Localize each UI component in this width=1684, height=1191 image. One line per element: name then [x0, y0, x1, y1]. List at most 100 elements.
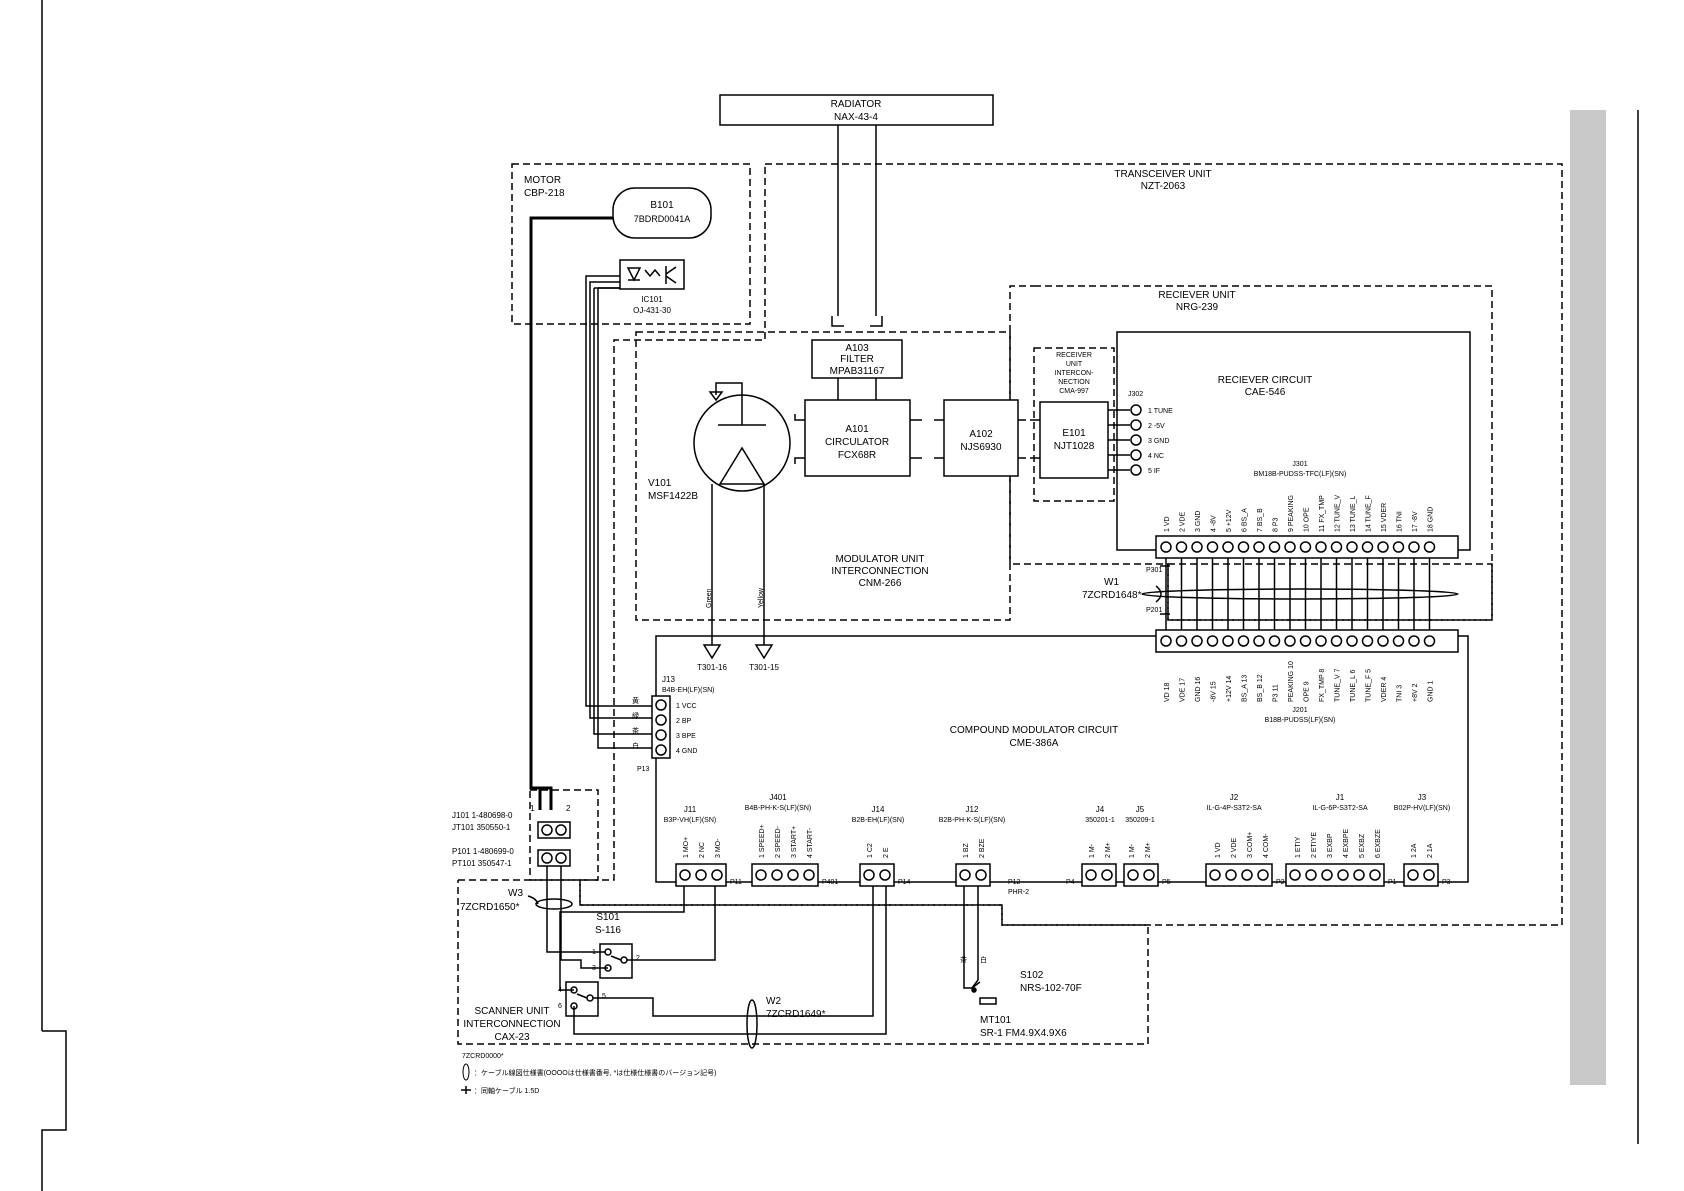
- w1-cable-wires: [1165, 558, 1431, 630]
- j14-part: B2B-EH(LF)(SN): [852, 817, 905, 824]
- j401-pin-3: 3 START+: [791, 826, 798, 858]
- s102-wiring: [963, 884, 981, 993]
- s101-contacts: [570, 948, 628, 1010]
- rx-int-l1: RECEIVER: [1056, 352, 1092, 359]
- j201-pin-label: -8V 15: [1211, 681, 1218, 702]
- j201-pin-label: TUNE_F 5: [1366, 669, 1373, 702]
- j401-pin-circle-3: [787, 869, 799, 881]
- j3-ref: J3: [1418, 793, 1427, 802]
- j201-pin-label: BS_A 13: [1242, 675, 1249, 702]
- j12-ref: J12: [966, 805, 979, 814]
- j101-pin-1: 1: [530, 804, 535, 813]
- p101-l2: PT101 350547-1: [452, 859, 512, 868]
- p4-label: P4: [1066, 879, 1075, 886]
- j2-pin-3: 3 COM+: [1247, 832, 1254, 858]
- e101-part: NJT1028: [1054, 441, 1095, 452]
- j5-part: 350209-1: [1125, 817, 1155, 824]
- j101-l1: J101 1-480698-0: [452, 811, 513, 820]
- j301-pin-label: 15 VDER: [1381, 503, 1388, 532]
- magnetron-leads: [702, 484, 774, 660]
- s101-pin-5: 5: [602, 993, 606, 1000]
- j2-ref: J2: [1230, 793, 1239, 802]
- j401-pin-circle-4: [803, 869, 815, 881]
- v101-part: MSF1422B: [648, 491, 698, 502]
- j11-pin-circle-1: [679, 869, 691, 881]
- compound-modulator-box: [655, 635, 1469, 883]
- scanner-l1: SCANNER UNIT: [474, 1006, 549, 1017]
- j401-pin-4: 4 START-: [807, 827, 814, 858]
- j2-pin-circle-4: [1257, 869, 1269, 881]
- right-sidebar: [1570, 110, 1606, 1085]
- j301-pin-label: 1 VD: [1164, 516, 1171, 532]
- j14-pin-1: 1 C2: [867, 843, 874, 858]
- legend-cable-note: ：ケーブル線図仕様書(OOOOは仕様書番号, *は仕様仕様書のバージョン記号): [474, 1068, 717, 1077]
- j301-pin-label: 12 TUNE_V: [1335, 494, 1342, 532]
- j13-connector: [651, 695, 671, 759]
- b101-part: 7BDRD0041A: [634, 214, 691, 224]
- motor-title: MOTOR: [524, 175, 561, 186]
- j4-pin-2: 2 M+: [1105, 842, 1112, 858]
- j401-pin-2: 2 SPEED-: [775, 825, 782, 858]
- photo-sensor-icon: [626, 266, 677, 284]
- j1-pin-circle-2: [1305, 869, 1317, 881]
- j13-pin-4: 4 GND: [676, 748, 697, 755]
- j301-pin-label: 11 FX_TMP: [1319, 495, 1326, 532]
- wire-color-green: Green: [706, 588, 713, 608]
- j301-pin-label: 14 TUNE_F: [1366, 495, 1373, 532]
- j201-pin-circle: [1315, 635, 1327, 647]
- j301-pin-circle: [1206, 541, 1219, 553]
- j11-part: B3P-VH(LF)(SN): [664, 817, 717, 824]
- j12-pin-2: 2 BZE: [979, 838, 986, 858]
- j201-pin-label: TNI 3: [1397, 685, 1404, 702]
- j301-pin-circle: [1346, 541, 1358, 553]
- j201-pin-label: TUNE_V 7: [1335, 668, 1342, 702]
- rx-int-l3: INTERCON-: [1055, 370, 1095, 377]
- s101-part: S-116: [595, 925, 621, 936]
- s101-ref: S101: [596, 912, 620, 923]
- w3-cable-clamp: [535, 898, 573, 910]
- p401-label: P401: [822, 879, 838, 886]
- j13-pin-1: 1 VCC: [676, 703, 697, 710]
- j101-pin-a: [541, 824, 553, 836]
- j11-pin-2: 2 NC: [699, 842, 706, 858]
- a101-name: CIRCULATOR: [825, 437, 889, 448]
- j201-ref: J201: [1292, 707, 1307, 714]
- j12-pin-circle-2: [975, 869, 987, 881]
- j401-part: B4B-PH-K-S(LF)(SN): [745, 805, 812, 812]
- j301-pin-label: 10 OPE: [1304, 507, 1311, 532]
- compound-model: CME-386A: [1010, 738, 1059, 749]
- j301-pin-label: 6 BS_A: [1242, 508, 1249, 532]
- j1-pin-3: 3 EXBP: [1327, 833, 1334, 858]
- j201-pin-circle: [1237, 635, 1250, 647]
- j1-part: IL-G-6P-S3T2-SA: [1312, 805, 1368, 812]
- j13-ref: J13: [662, 675, 675, 684]
- j2-pin-4: 4 COM-: [1263, 833, 1270, 858]
- j13-pin-2: 2 BP: [676, 718, 692, 725]
- b101-motor: [612, 187, 712, 239]
- e101-ref: E101: [1062, 428, 1086, 439]
- j401-connector: [751, 863, 819, 887]
- j201-pin-circle: [1222, 635, 1234, 647]
- j301-pin-label: 7 BS_B: [1257, 508, 1264, 532]
- j201-pin-circle: [1346, 635, 1358, 647]
- a103-name: FILTER: [840, 354, 874, 365]
- j201-pin-circle: [1284, 635, 1296, 647]
- j301-pin-label: 2 VDE: [1180, 511, 1187, 532]
- j302-pin-2: 2 -5V: [1148, 423, 1165, 430]
- j201-pin-circle: [1423, 635, 1436, 647]
- j3-pin-1: 1 2A: [1411, 843, 1418, 858]
- p5-label: P5: [1162, 879, 1171, 886]
- j13-pin-circles: [655, 699, 667, 756]
- j11-ref: J11: [684, 805, 697, 814]
- phr2-label: PHR-2: [1008, 889, 1029, 896]
- j301-pin-circle: [1361, 541, 1374, 553]
- j302-pin-3: 3 GND: [1148, 438, 1169, 445]
- w3-ref: W3: [508, 888, 523, 899]
- j201-pin-circles: [1160, 635, 1436, 647]
- j1-pin-1: 1 ETIY: [1295, 836, 1302, 858]
- j1-pin-circle-3: [1321, 869, 1333, 881]
- j301-pin-circle: [1408, 541, 1420, 553]
- j2-pin-circle-3: [1241, 869, 1253, 881]
- j301-pin-circle: [1299, 541, 1312, 553]
